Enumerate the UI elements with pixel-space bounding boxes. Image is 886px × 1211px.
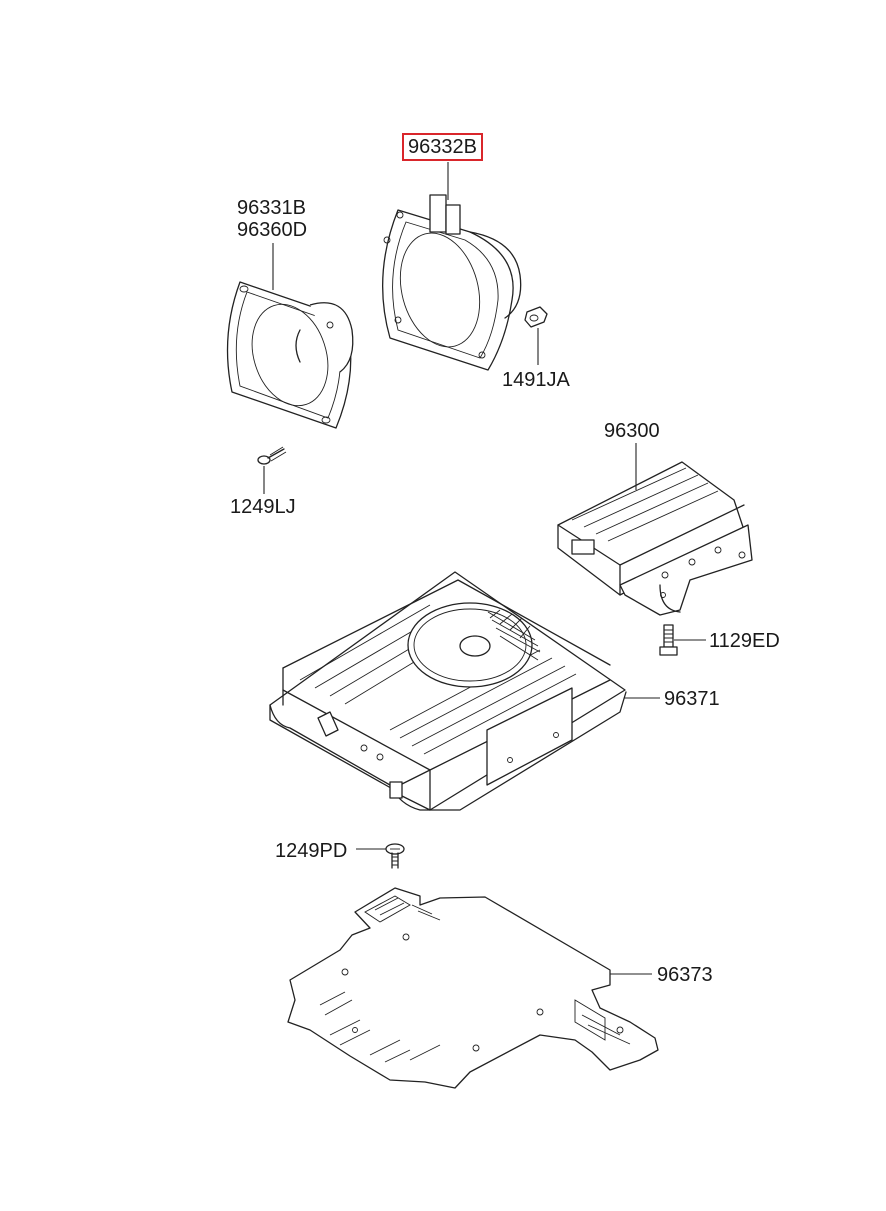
label-96373[interactable]: 96373 bbox=[657, 964, 713, 986]
label-96300[interactable]: 96300 bbox=[604, 420, 660, 442]
label-1249lj[interactable]: 1249LJ bbox=[230, 496, 296, 518]
mount-plate-part[interactable] bbox=[287, 887, 659, 1089]
screw-1249pd[interactable] bbox=[385, 843, 405, 869]
bolt-1129ed[interactable] bbox=[659, 624, 678, 656]
speaker-part[interactable] bbox=[226, 281, 354, 429]
label-1249pd[interactable]: 1249PD bbox=[275, 840, 348, 862]
label-96332b[interactable]: 96332B bbox=[402, 133, 483, 161]
label-96331b[interactable]: 96331B bbox=[237, 197, 306, 219]
bracket-part[interactable] bbox=[381, 194, 522, 371]
label-1491ja[interactable]: 1491JA bbox=[502, 369, 570, 391]
label-96360d[interactable]: 96360D bbox=[237, 219, 308, 241]
label-1129ed[interactable]: 1129ED bbox=[709, 630, 780, 652]
amplifier-part[interactable] bbox=[557, 461, 753, 616]
subwoofer-part[interactable] bbox=[269, 571, 627, 811]
label-96371[interactable]: 96371 bbox=[664, 688, 720, 710]
nut-1491ja[interactable] bbox=[524, 306, 548, 328]
screw-1249lj[interactable] bbox=[257, 446, 287, 465]
